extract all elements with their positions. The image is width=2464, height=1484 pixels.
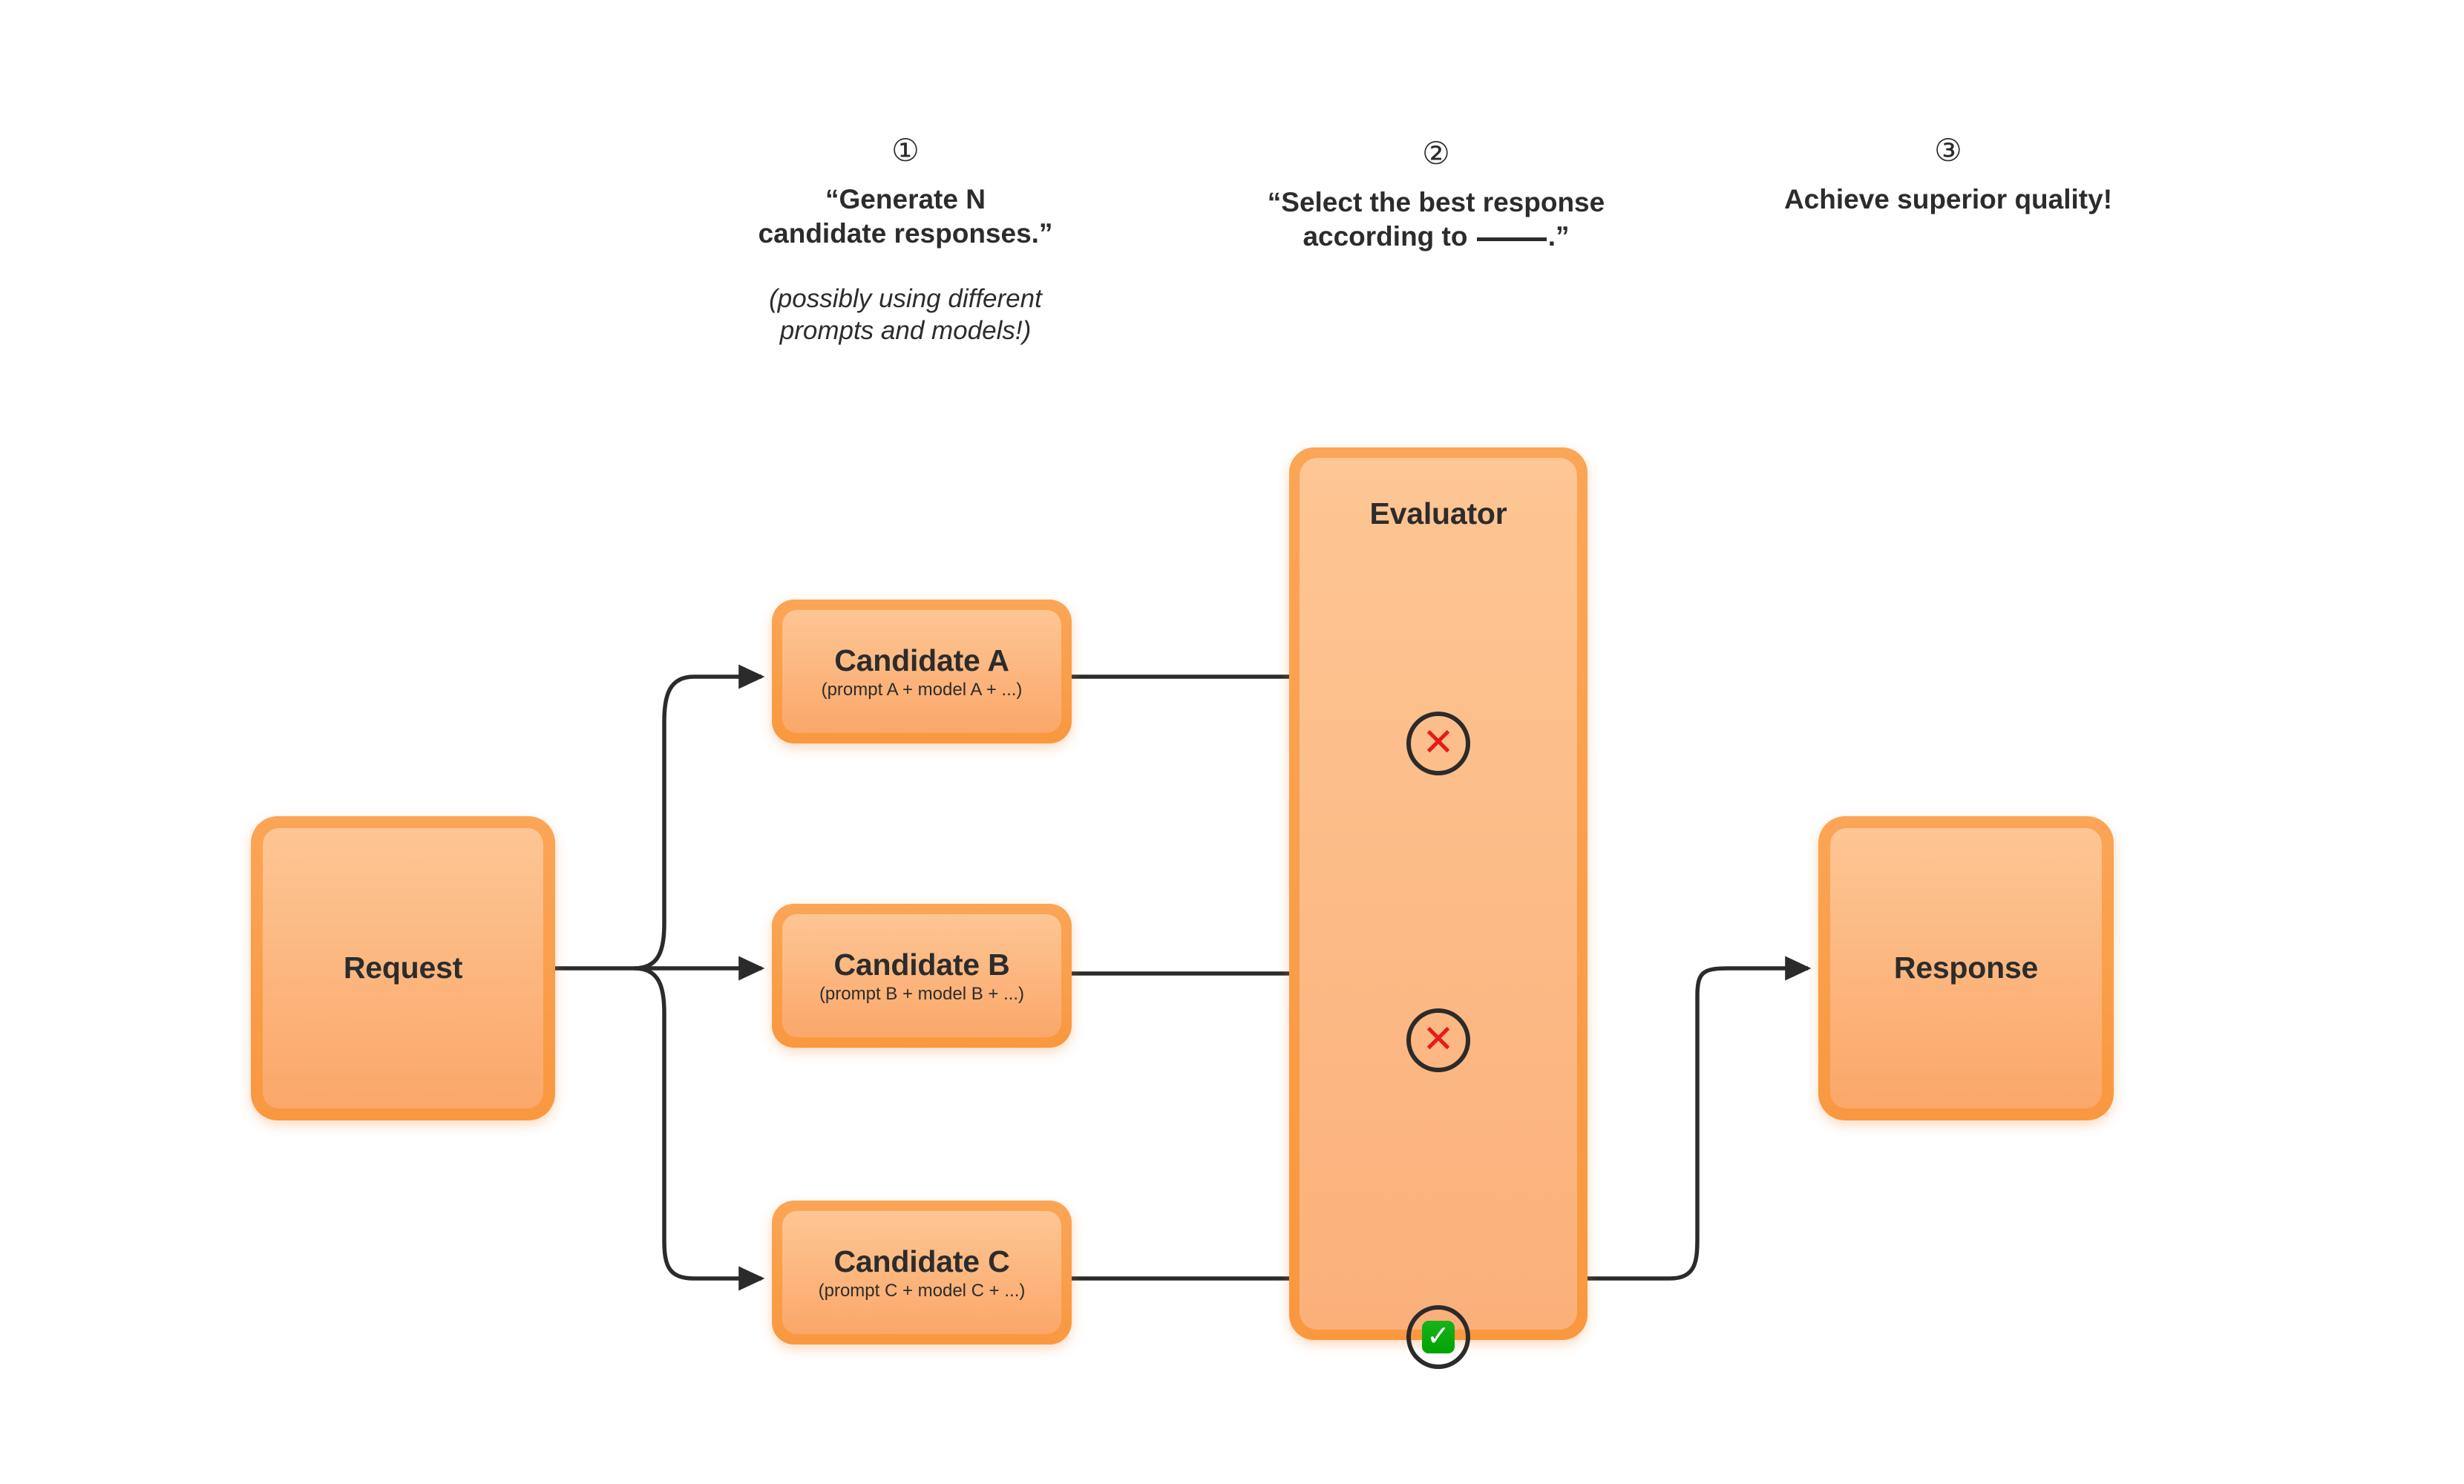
step-1-note: (possibly using different prompts and mo… <box>769 283 1042 346</box>
verdict-reject-candidate-b: ✕ <box>1406 1008 1470 1072</box>
step-2-headline-after: .” <box>1547 221 1570 252</box>
candidate-a-body: Candidate A (prompt A + model A + ...) <box>782 610 1061 733</box>
step-2-caption: ② “Select the best response according to… <box>1206 138 1666 255</box>
step-2-headline-before: “Select the best response according to <box>1267 187 1605 252</box>
candidate-b-label: Candidate B <box>833 947 1010 982</box>
candidate-a-label: Candidate A <box>834 643 1009 677</box>
evaluator-node[interactable]: Evaluator ✕ ✕ ✓ <box>1289 447 1587 1369</box>
candidate-c-node[interactable]: Candidate C (prompt C + model C + ...) <box>772 1201 1072 1345</box>
check-mark-button-icon: ✓ <box>1422 1321 1455 1353</box>
fill-in-blank <box>1476 237 1547 242</box>
check-mark-glyph: ✓ <box>1426 1319 1450 1352</box>
candidate-c-sublabel: (prompt C + model C + ...) <box>818 1280 1026 1301</box>
evaluator-body: Evaluator ✕ ✕ ✓ <box>1300 458 1577 1369</box>
evaluator-label: Evaluator <box>1369 496 1507 531</box>
step-1-headline: “Generate N candidate responses.” <box>758 184 1053 249</box>
wire-request-to-candidate-c <box>634 966 765 1291</box>
step-2-headline: “Select the best response according to .… <box>1206 186 1666 255</box>
verdict-reject-candidate-a: ✕ <box>1406 712 1470 775</box>
response-node-label: Response <box>1893 951 2039 985</box>
cross-mark-icon: ✕ <box>1422 720 1455 765</box>
step-3-caption: ③ Achieve superior quality! <box>1726 135 2171 217</box>
response-node[interactable]: Response <box>1818 816 2114 1120</box>
verdict-accept-candidate-c: ✓ <box>1406 1305 1470 1369</box>
step-3-headline: Achieve superior quality! <box>1783 184 2113 214</box>
circled-digit-two-icon: ② <box>1422 135 1450 171</box>
candidate-b-sublabel: (prompt B + model B + ...) <box>819 983 1025 1004</box>
response-node-body: Response <box>1830 828 2102 1109</box>
request-node[interactable]: Request <box>251 816 555 1120</box>
circled-digit-one-icon: ① <box>891 132 920 168</box>
candidate-a-node[interactable]: Candidate A (prompt A + model A + ...) <box>772 600 1072 743</box>
circled-digit-three-icon: ③ <box>1934 132 1962 168</box>
candidate-b-node[interactable]: Candidate B (prompt B + model B + ...) <box>772 904 1072 1048</box>
candidate-b-body: Candidate B (prompt B + model B + ...) <box>782 914 1061 1037</box>
candidate-c-body: Candidate C (prompt C + model C + ...) <box>782 1211 1061 1334</box>
step-1-caption: ① “Generate N candidate responses.” (pos… <box>712 135 1098 347</box>
wire-request-to-candidate-a <box>634 664 765 971</box>
candidate-c-label: Candidate C <box>833 1244 1010 1278</box>
request-node-label: Request <box>343 951 463 985</box>
cross-mark-icon: ✕ <box>1422 1017 1455 1062</box>
request-node-body: Request <box>263 828 543 1109</box>
candidate-a-sublabel: (prompt A + model A + ...) <box>821 679 1023 700</box>
